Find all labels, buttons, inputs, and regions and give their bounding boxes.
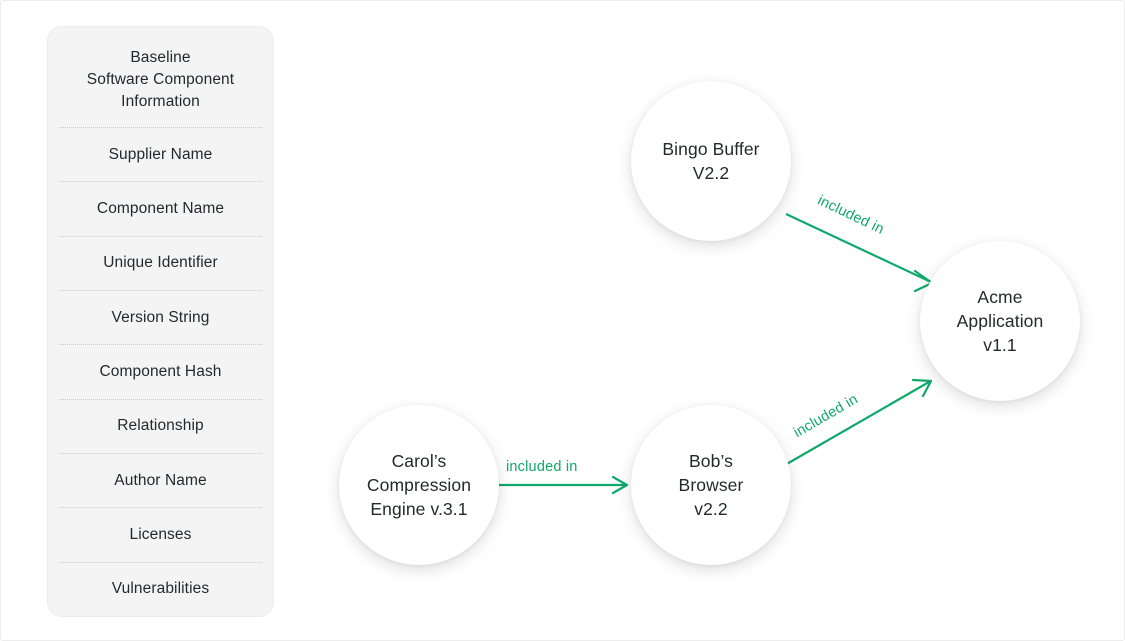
panel-divider (59, 127, 262, 128)
edge-line (785, 213, 932, 283)
edge-line (784, 381, 930, 466)
panel-divider (59, 452, 262, 454)
node-carol-compression-engine[interactable]: Carol’s Compression Engine v.3.1 (339, 405, 499, 565)
node-bob-browser[interactable]: Bob’s Browser v2.2 (631, 405, 791, 565)
panel-row-relationship[interactable]: Relationship (117, 417, 204, 435)
panel-divider (59, 181, 262, 183)
panel-row-unique-identifier[interactable]: Unique Identifier (103, 254, 218, 272)
panel-title: Baseline Software Component Information (86, 49, 235, 110)
panel-row-vulnerabilities[interactable]: Vulnerabilities (111, 580, 210, 598)
panel-divider (59, 344, 262, 346)
node-bingo-buffer[interactable]: Bingo Buffer V2.2 (631, 81, 791, 241)
panel-divider (59, 289, 262, 291)
panel-row-component-name[interactable]: Component Name (96, 199, 225, 217)
panel-row-author-name[interactable]: Author Name (114, 471, 207, 489)
panel-row-supplier-name[interactable]: Supplier Name (108, 145, 213, 163)
panel-divider (59, 561, 262, 563)
panel-divider (59, 235, 262, 237)
panel-row-licenses[interactable]: Licenses (129, 525, 192, 543)
arrowhead-icon (611, 475, 629, 495)
edge-label-carol-to-bob: included in (506, 459, 578, 475)
edge-carol-to-bob (499, 475, 629, 495)
panel-divider (59, 398, 262, 400)
component-relationship-graph: Bingo Buffer V2.2 Acme Application v1.1 … (291, 1, 1124, 640)
baseline-component-info-panel: Baseline Software Component Information … (47, 26, 274, 617)
panel-divider (59, 507, 262, 509)
panel-row-component-hash[interactable]: Component Hash (99, 362, 222, 380)
panel-row-version-string[interactable]: Version String (111, 308, 210, 326)
edge-bob-to-acme (784, 378, 933, 466)
arrowhead-icon (911, 378, 933, 398)
node-acme-application[interactable]: Acme Application v1.1 (920, 241, 1080, 401)
